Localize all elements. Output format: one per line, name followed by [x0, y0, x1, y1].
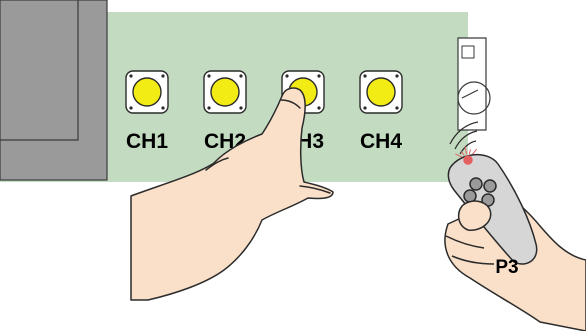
led-indicator	[463, 155, 473, 165]
remote-thumb	[457, 200, 492, 231]
remote-button-label: P3	[495, 257, 518, 278]
enclosure-housing	[0, 0, 108, 181]
terminal-block	[457, 37, 491, 131]
remote-hand-icon	[444, 153, 586, 331]
signal-waves-icon	[449, 121, 479, 155]
keyhole-icon	[457, 81, 491, 115]
channel-button-1[interactable]	[125, 70, 169, 114]
channel-button-2[interactable]	[203, 70, 247, 114]
channel-button-4[interactable]	[359, 70, 403, 114]
remote-keypad	[463, 177, 497, 207]
channel-label-1: CH1	[126, 130, 168, 153]
channel-buttons	[125, 70, 403, 114]
pointing-hand-icon	[130, 87, 334, 301]
channel-label-4: CH4	[360, 130, 402, 153]
